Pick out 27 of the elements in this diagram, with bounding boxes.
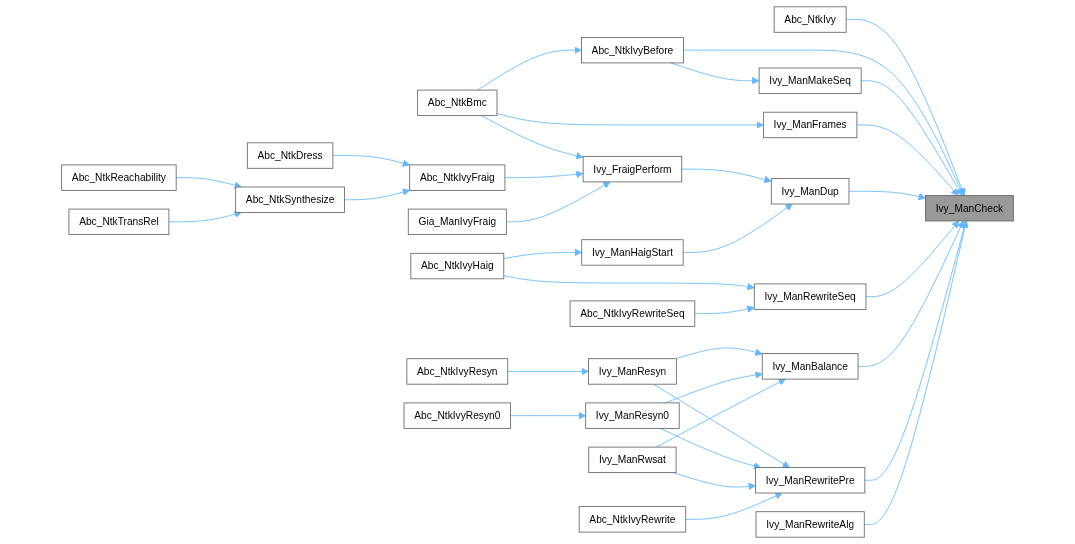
node-box: Ivy_ManResyn0: [585, 402, 680, 429]
node-box: Abc_NtkIvyFraig: [409, 164, 506, 191]
node-box: Abc_NtkReachability: [61, 164, 177, 191]
node-box: Abc_NtkTransRel: [68, 208, 170, 236]
node-box: Ivy_ManRewriteAlg: [755, 511, 865, 538]
node-box: Abc_NtkIvyRewriteSeq: [569, 300, 696, 327]
node-box: Ivy_ManDup: [770, 178, 850, 205]
node-box: Ivy_ManFrames: [762, 111, 858, 139]
node-box: Abc_NtkIvyResyn: [406, 358, 509, 385]
node-box: Abc_NtkDress: [246, 142, 334, 169]
node-box: Ivy_ManRwsat: [588, 446, 677, 474]
node-box: Ivy_ManMakeSeq: [758, 67, 862, 94]
node-box: Abc_NtkIvyRewrite: [578, 506, 687, 533]
node-box: Gia_ManIvyFraig: [407, 208, 507, 236]
node-box: Abc_NtkIvyHaig: [410, 252, 505, 280]
node-box: Abc_NtkIvyResyn0: [403, 402, 511, 429]
node-box: Ivy_ManRewritePre: [755, 467, 866, 494]
node-box: Abc_NtkSynthesize: [235, 186, 345, 213]
node-box: Ivy_ManCheck: [925, 195, 1014, 222]
node-box: Ivy_FraigPerform: [582, 155, 683, 183]
node-box: Ivy_ManHaigStart: [581, 239, 684, 266]
node-box: Ivy_ManBalance: [761, 353, 859, 380]
node-box: Ivy_ManResyn: [588, 358, 677, 385]
node-box: Ivy_ManRewriteSeq: [753, 283, 867, 310]
node-box: Abc_NtkIvyBefore: [581, 36, 684, 64]
node-box: Abc_NtkIvy: [773, 6, 847, 33]
node-box: Abc_NtkBmc: [417, 89, 498, 117]
